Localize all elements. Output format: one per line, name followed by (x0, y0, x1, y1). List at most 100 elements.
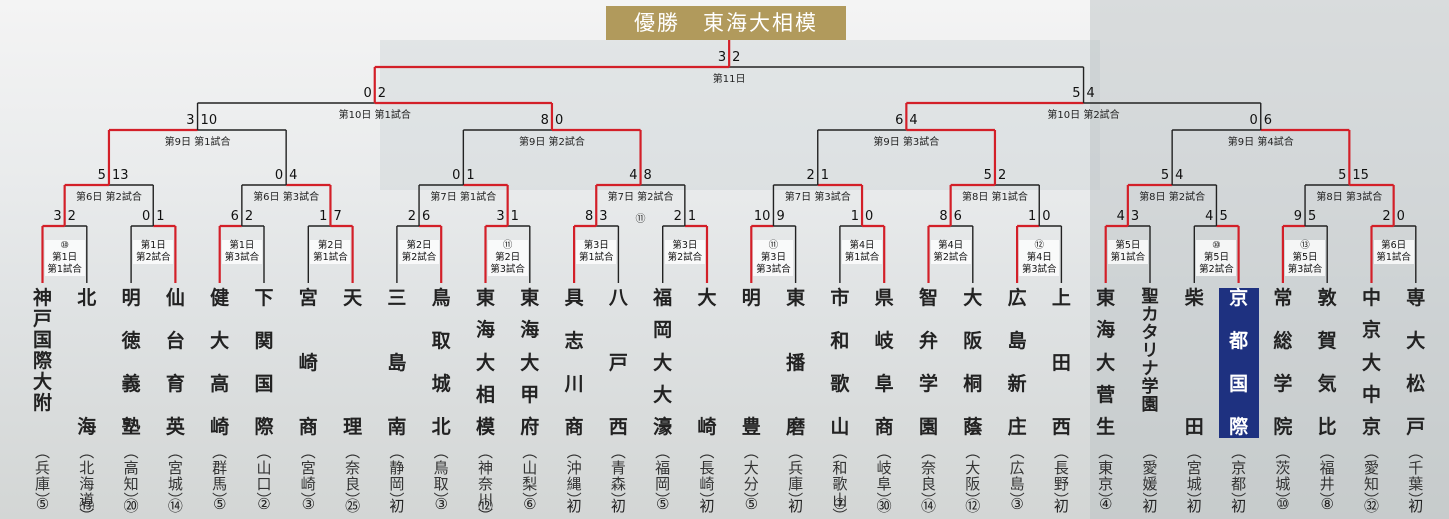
team-column: 敦賀気比︵福井︶ (1307, 287, 1347, 509)
game-number: 第1試合 (1376, 252, 1411, 263)
team-prefecture: ︵鳥取︶ (433, 443, 449, 509)
team-column: 東海大菅生︵東京︶ (1086, 288, 1126, 509)
appearance-count: ⑤ (35, 495, 50, 513)
score-left: 2 (1382, 209, 1391, 224)
team-name: 鳥取城北 (431, 287, 451, 438)
game-day: 第6日 (1381, 240, 1407, 251)
score-left: 4 (629, 168, 638, 183)
team-column: 常総学院 ︵茨城︶ (1263, 287, 1303, 509)
score-left: 9 (1293, 209, 1303, 224)
game-label: 第7日 第3試合 (784, 192, 851, 203)
score-left: 8 (584, 209, 594, 224)
team-prefecture: ︵長崎︶ (699, 443, 715, 509)
score-right: 7 (333, 209, 342, 224)
game-day: 第1日 (52, 252, 78, 263)
team-name: 大崎 (697, 287, 717, 438)
score-right: 1 (687, 209, 697, 224)
team-prefecture: ︵山口︶ (256, 443, 272, 509)
game-box: 第4日第2試合 (930, 240, 971, 264)
score-left: 5 (1072, 86, 1081, 101)
appearance-count: 初 (1231, 497, 1247, 515)
game-day: 第2日 (317, 240, 343, 251)
score-left: 1 (319, 209, 328, 224)
team-name: 敦賀気比 (1317, 287, 1337, 438)
game-box: 第5日第1試合 (1107, 240, 1148, 264)
game-number: 第1試合 (844, 252, 880, 263)
team-column: 大阪桐蔭︵大阪︶ (953, 288, 993, 509)
game-number: 第3試合 (1021, 264, 1057, 275)
game-day: 第3日 (672, 240, 698, 251)
score-right: 0 (1042, 209, 1051, 224)
score-left: 1 (850, 209, 860, 224)
appearance-count: ③ (434, 495, 448, 513)
team-prefecture: ︵宮城︶ (167, 443, 183, 509)
game-number: 第1試合 (47, 264, 82, 275)
champion-banner: 優勝 東海大相模 (606, 6, 846, 40)
team-name: 智弁学園 (918, 287, 938, 438)
team-name: 八戸西 (608, 287, 628, 438)
score-right: 0 (1396, 209, 1405, 224)
team-column: 柴田︵宮城︶ (1174, 287, 1214, 509)
score-right: 0 (554, 113, 564, 128)
game-label: 第9日 第3試合 (873, 137, 940, 148)
game-label: 第11日 (712, 74, 746, 85)
game-box: 第4日第1試合 (842, 240, 883, 264)
appearance-count: ④ (1098, 495, 1113, 513)
game-number: 第3試合 (224, 252, 260, 263)
score-right: 6 (422, 209, 431, 224)
team-prefecture: ︵奈良︶ (920, 443, 936, 509)
game-number: 第1試合 (578, 252, 614, 263)
score-right: 1 (510, 209, 519, 224)
champion-label: 優勝 (634, 11, 680, 35)
appearance-count: 初 (1053, 497, 1069, 515)
game-box: 第2日第1試合 (310, 240, 351, 264)
team-column: 北海︵北海道︶ (67, 288, 107, 519)
score-left: 0 (363, 86, 372, 101)
team-name: 柴田 (1184, 287, 1204, 438)
game-box: 第1日第3試合 (221, 240, 262, 264)
team-column: 明徳義塾︵高知︶ (111, 288, 151, 509)
team-column: 三島南︵静岡︶ (377, 288, 417, 509)
team-column: 仙台育英︵宮城︶ (155, 288, 195, 509)
team-prefecture: ︵静岡︶ (389, 443, 405, 509)
game-day: 第5日 (1115, 240, 1141, 251)
appearance-count: 初 (1186, 497, 1202, 515)
team-column: 東海大相模︵神奈川︶ (466, 288, 506, 519)
team-name: 常総学院 (1273, 287, 1293, 438)
appearance-count: ⑭ (920, 497, 936, 515)
team-prefecture: ︵茨城︶ (1275, 443, 1291, 509)
appearance-count: 初 (1408, 497, 1424, 515)
team-prefecture: ︵大分︶ (743, 443, 759, 509)
score-left: 3 (496, 209, 505, 224)
game-number: 第2試合 (135, 252, 171, 263)
score-right: 2 (997, 168, 1007, 183)
team-name: 京都国際 (1218, 288, 1259, 438)
score-right: 15 (1352, 168, 1369, 183)
score-right: 2 (377, 86, 387, 101)
score-right: 3 (1130, 209, 1140, 224)
score-right: 1 (466, 168, 475, 183)
innings-note: ⑩ (60, 240, 69, 251)
score-right: 4 (1175, 168, 1184, 183)
game-number: 第2試合 (933, 252, 968, 263)
appearance-count: ⑬ (79, 497, 95, 515)
team-name: 聖カタリナ学園 (1141, 287, 1159, 415)
game-label: 第9日 第1試合 (164, 137, 231, 148)
score-right: 6 (953, 209, 962, 224)
score-left: 8 (540, 113, 549, 128)
appearance-count: ㉕ (345, 497, 361, 515)
team-name: 市和歌山 (830, 287, 850, 438)
appearance-count: ② (257, 495, 271, 513)
game-day: 第3日 (760, 252, 786, 263)
game-day: 第1日 (140, 240, 166, 251)
game-box: 第6日第1試合 (1373, 240, 1414, 264)
game-box: 第3日第1試合 (576, 240, 617, 264)
team-column: 八戸西︵青森︶ (598, 287, 638, 509)
game-day: 第5日 (1203, 252, 1229, 263)
team-column: 大崎 ︵長崎︶ (687, 287, 727, 509)
